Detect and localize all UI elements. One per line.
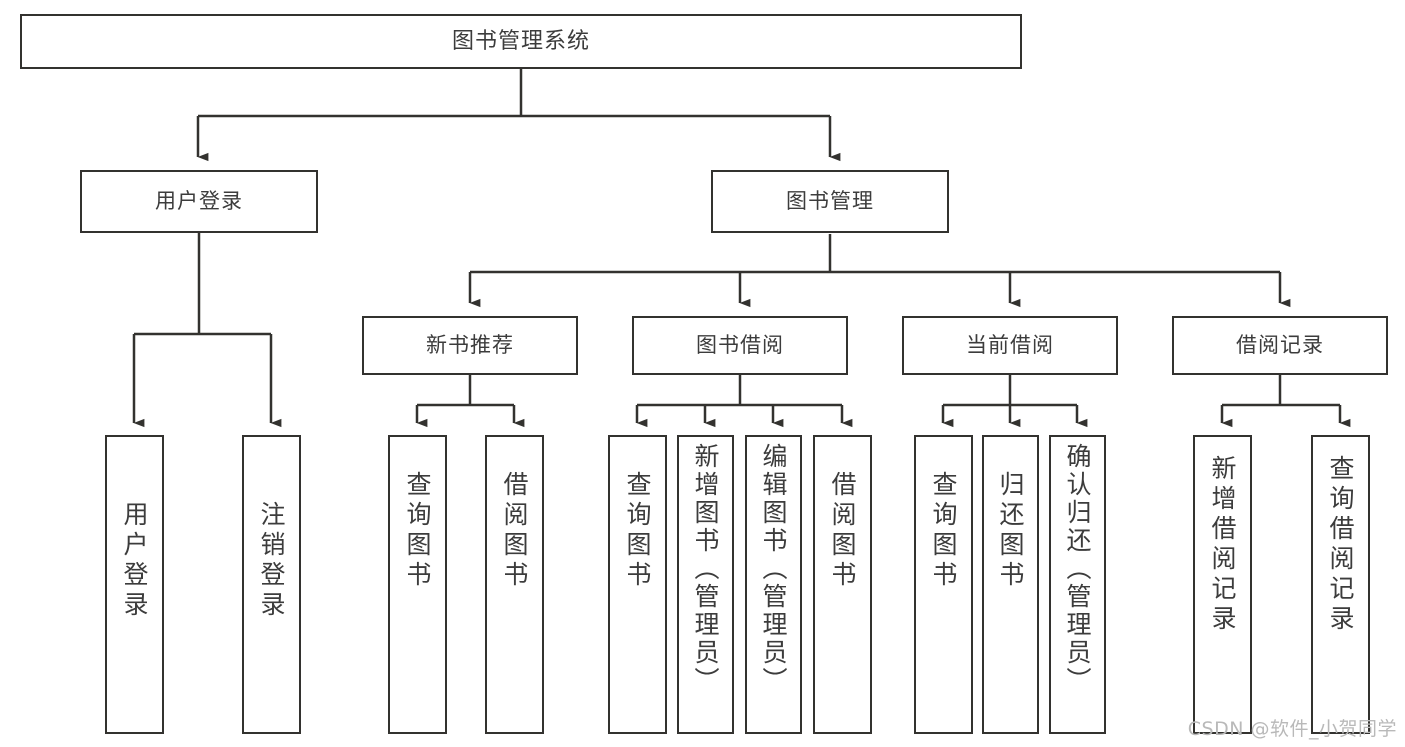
node-new-book-recommend[interactable]: 新书推荐 xyxy=(362,316,578,375)
node-leaf-query-book-1[interactable]: 查询图书 xyxy=(388,435,447,734)
node-label: 注销登录 xyxy=(257,501,286,621)
node-leaf-query-book-3[interactable]: 查询图书 xyxy=(914,435,973,734)
node-leaf-borrow-book-2[interactable]: 借阅图书 xyxy=(813,435,872,734)
node-current-borrow[interactable]: 当前借阅 xyxy=(902,316,1118,375)
node-label: 新书推荐 xyxy=(426,333,514,358)
node-label: 借阅图书 xyxy=(500,471,529,591)
node-label: 用户登录 xyxy=(155,189,243,214)
node-label: 用户登录 xyxy=(120,501,149,621)
node-label: 确认归还（管理员） xyxy=(1063,443,1092,695)
node-user-login[interactable]: 用户登录 xyxy=(80,170,318,233)
node-label: 图书管理系统 xyxy=(451,28,590,54)
node-label: 借阅记录 xyxy=(1236,333,1324,358)
node-label: 查询图书 xyxy=(929,471,958,591)
node-leaf-borrow-book-1[interactable]: 借阅图书 xyxy=(485,435,544,734)
watermark-text: CSDN @软件_小贺同学 xyxy=(1187,718,1397,740)
node-book-borrow[interactable]: 图书借阅 xyxy=(632,316,848,375)
node-label: 借阅图书 xyxy=(828,471,857,591)
node-leaf-edit-book[interactable]: 编辑图书（管理员） xyxy=(745,435,802,734)
node-label: 查询借阅记录 xyxy=(1326,455,1355,635)
node-label: 编辑图书（管理员） xyxy=(759,443,788,695)
node-leaf-query-record[interactable]: 查询借阅记录 xyxy=(1311,435,1370,734)
node-leaf-confirm-return[interactable]: 确认归还（管理员） xyxy=(1049,435,1106,734)
node-leaf-return-book[interactable]: 归还图书 xyxy=(982,435,1039,734)
node-label: 归还图书 xyxy=(996,471,1025,591)
node-root-book-management-system[interactable]: 图书管理系统 xyxy=(20,14,1022,69)
node-leaf-user-login[interactable]: 用户登录 xyxy=(105,435,164,734)
node-label: 新增借阅记录 xyxy=(1208,455,1237,635)
node-label: 查询图书 xyxy=(623,471,652,591)
node-borrow-record[interactable]: 借阅记录 xyxy=(1172,316,1388,375)
node-leaf-user-logout[interactable]: 注销登录 xyxy=(242,435,301,734)
node-label: 当前借阅 xyxy=(966,333,1054,358)
node-leaf-add-book[interactable]: 新增图书（管理员） xyxy=(677,435,734,734)
node-label: 图书借阅 xyxy=(696,333,784,358)
node-book-manage[interactable]: 图书管理 xyxy=(711,170,949,233)
node-leaf-add-record[interactable]: 新增借阅记录 xyxy=(1193,435,1252,734)
node-label: 新增图书（管理员） xyxy=(691,443,720,695)
node-label: 查询图书 xyxy=(403,471,432,591)
node-label: 图书管理 xyxy=(786,189,874,214)
node-leaf-query-book-2[interactable]: 查询图书 xyxy=(608,435,667,734)
